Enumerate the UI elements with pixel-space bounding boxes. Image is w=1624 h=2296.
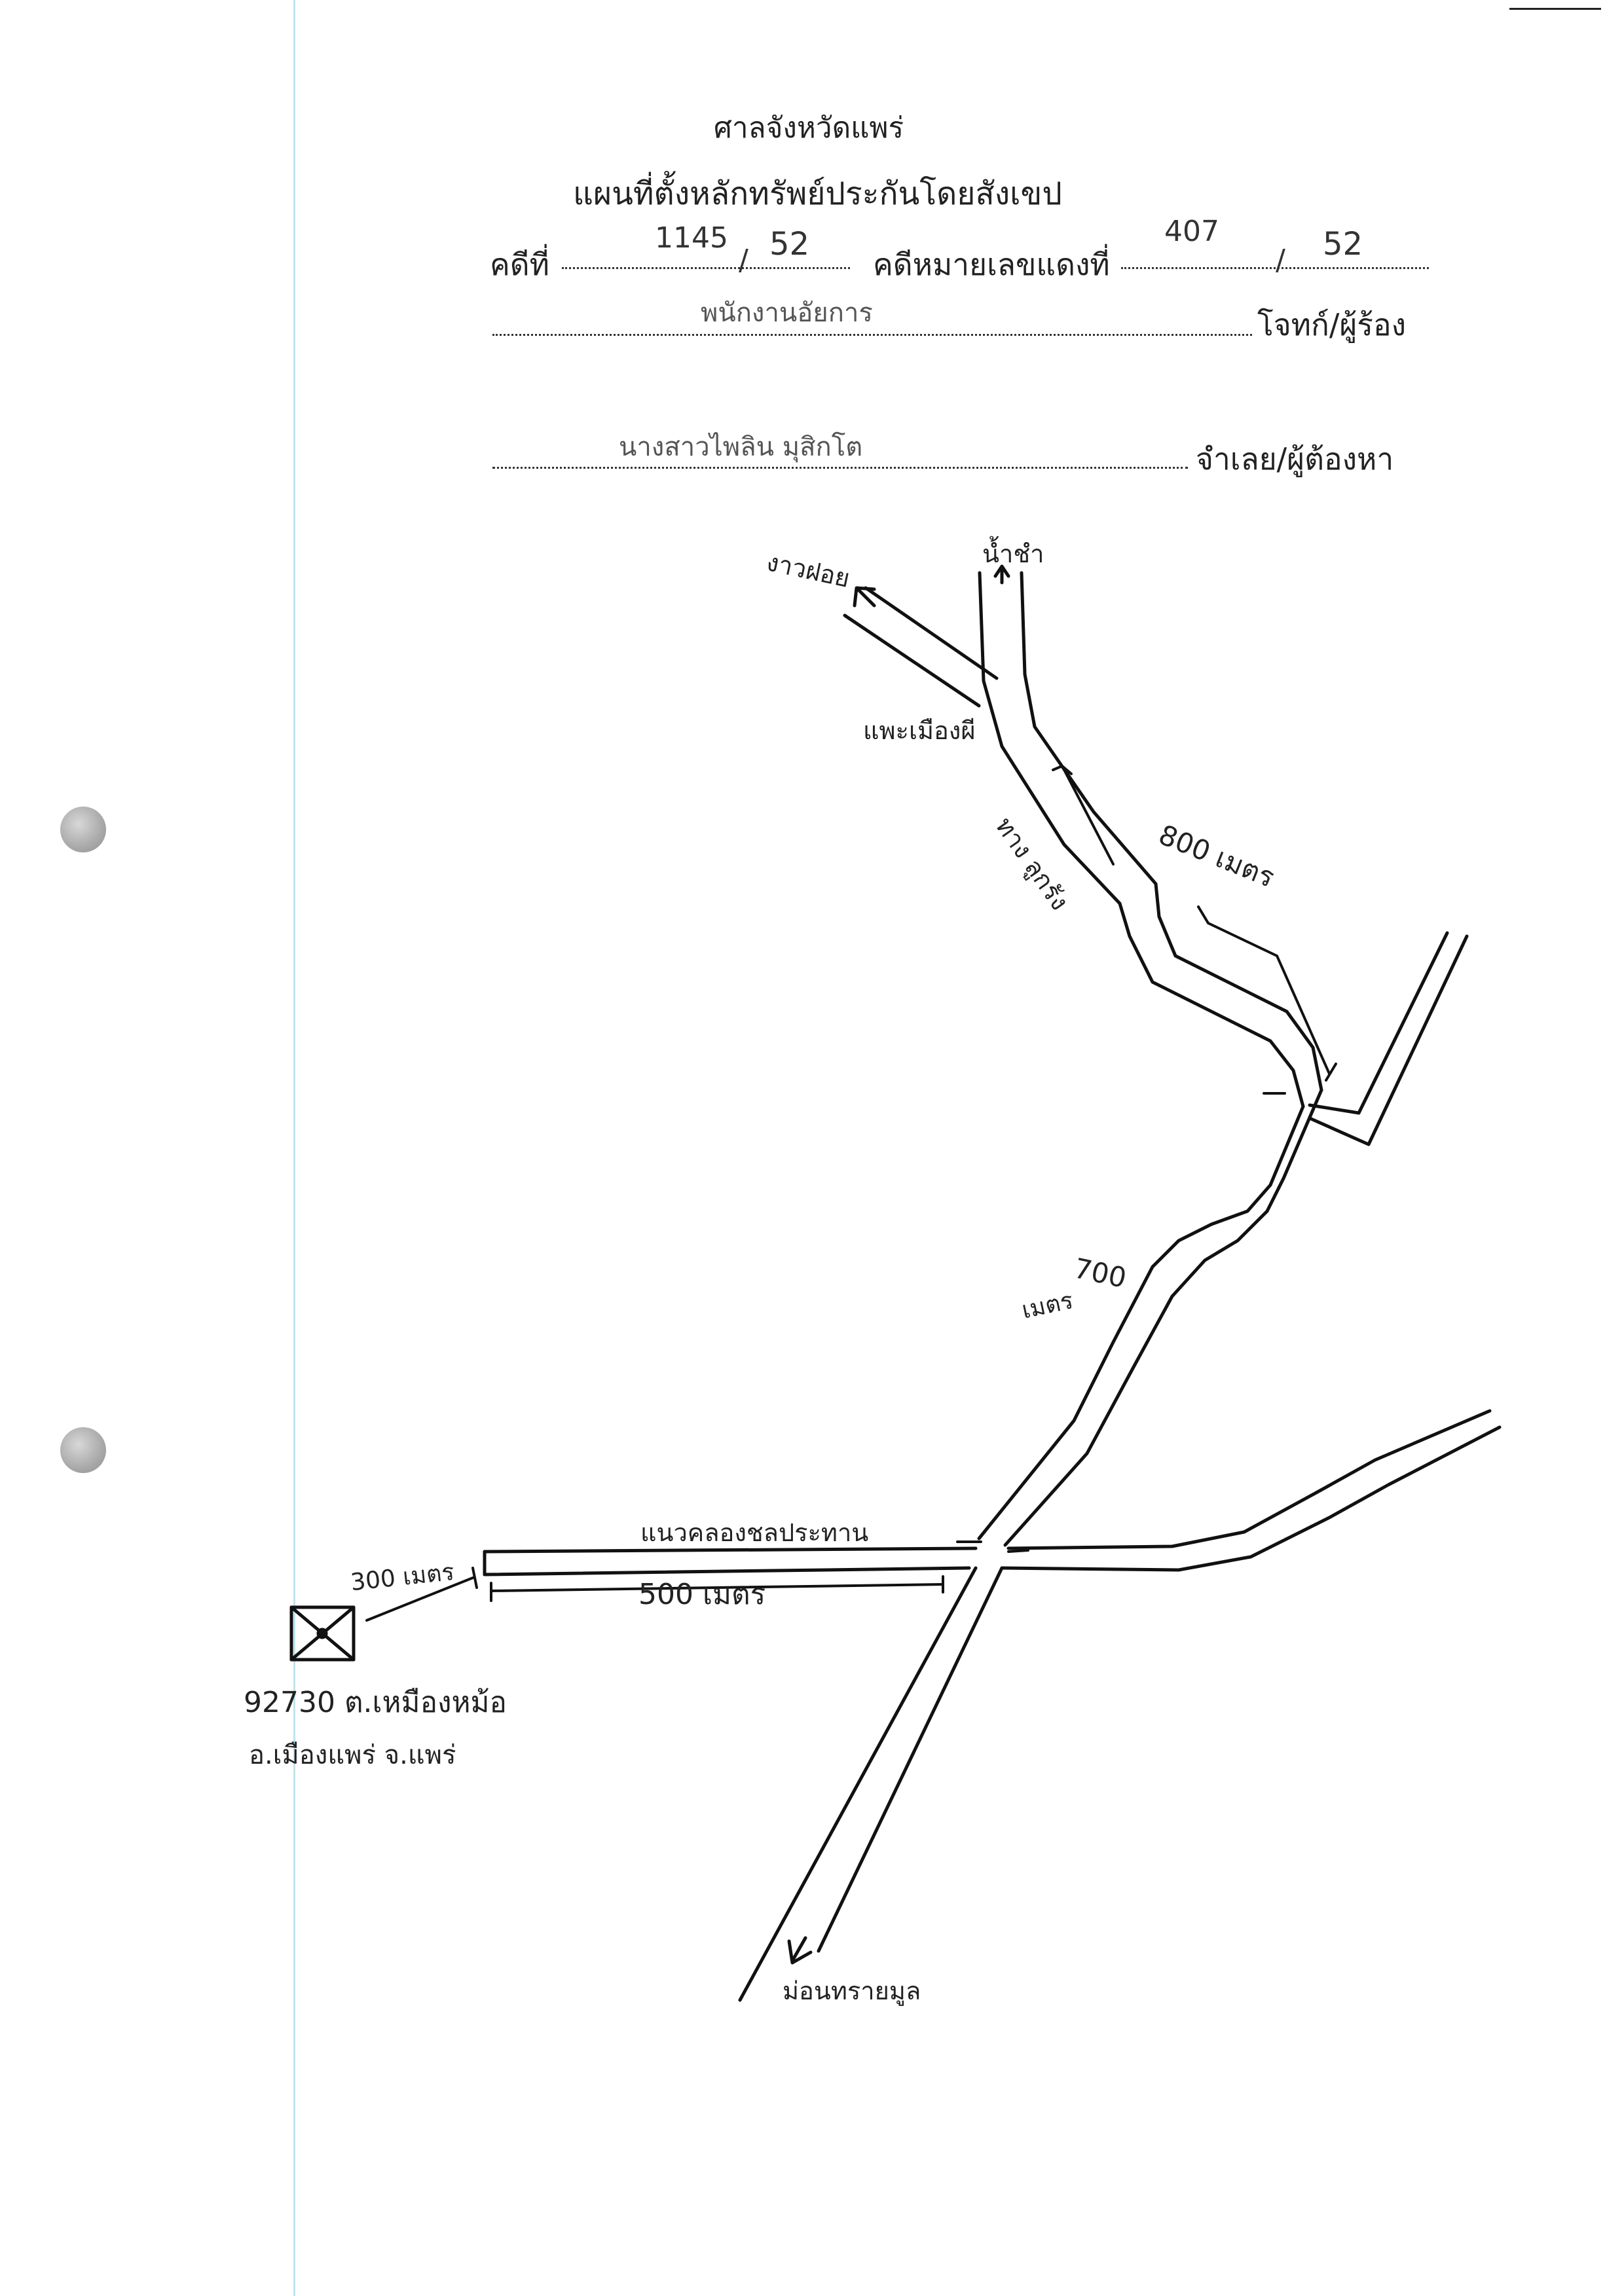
label-nam-cham: น้ำชำ <box>982 539 1044 568</box>
road-east-spur <box>1308 931 1469 1146</box>
corner-mark <box>1509 8 1601 10</box>
label-phae-mueang-phi: แพะเมืองผี <box>863 716 976 745</box>
plaintiff-label: โจทก์/ผู้ร้อง <box>1257 307 1407 342</box>
road-north-left <box>843 586 999 708</box>
margin-line <box>293 0 295 2296</box>
red-case-number: 407 <box>1164 215 1219 248</box>
distance-markers <box>365 765 1337 1622</box>
defendant-line <box>492 467 1188 469</box>
case-separator: / <box>739 244 748 277</box>
road-south <box>738 1566 1004 2002</box>
punch-hole <box>60 1427 106 1473</box>
road-north <box>978 571 1323 1108</box>
plaintiff-name: พนักงานอัยการ <box>701 298 873 328</box>
red-case-year: 52 <box>1323 226 1363 263</box>
label-south-destination: ม่อนทรายมูล <box>783 1977 921 2005</box>
property-marker-icon <box>289 1605 356 1662</box>
distance-500m: 500 เมตร <box>638 1578 766 1611</box>
plaintiff-line <box>492 334 1252 336</box>
case-number: 1145 <box>655 221 728 255</box>
road-to-canal <box>483 1546 978 1576</box>
case-year: 52 <box>769 226 810 263</box>
court-name: ศาลจังหวัดแพร่ <box>714 111 904 145</box>
red-case-label: คดีหมายเลขแดงที่ <box>873 247 1110 282</box>
road-east <box>1000 1409 1502 1572</box>
punch-hole <box>60 807 106 852</box>
property-address-line2: อ.เมืองแพร่ จ.แพร่ <box>249 1740 456 1770</box>
case-number-line <box>562 267 850 269</box>
red-case-number-line <box>1121 267 1429 269</box>
red-case-separator: / <box>1276 244 1285 277</box>
document-title: แผนที่ตั้งหลักทรัพย์ประกันโดยสังเขป <box>573 175 1062 212</box>
case-label: คดีที่ <box>490 247 549 282</box>
direction-arrows <box>787 564 1010 1965</box>
defendant-label: จำเลย/ผู้ต้องหา <box>1196 441 1394 477</box>
label-irrigation-canal: แนวคลองชลประทาน <box>640 1518 869 1547</box>
road-middle <box>977 1088 1323 1547</box>
property-address-line1: 92730 ต.เหมืองหม้อ <box>244 1686 507 1719</box>
defendant-name: นางสาวไพลิน มุสิกโต <box>619 432 863 462</box>
